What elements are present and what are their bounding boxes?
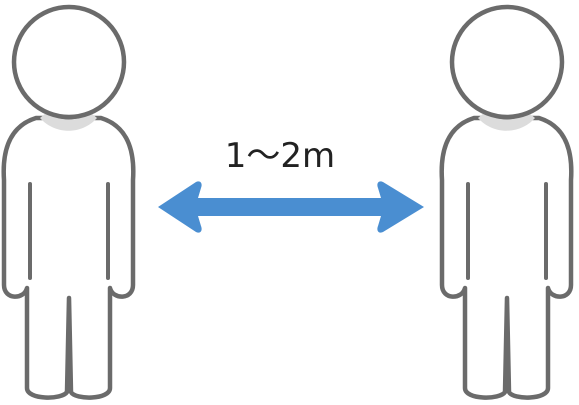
double-headed-arrow-icon <box>158 181 424 233</box>
distance-label: 1〜2m <box>224 136 336 176</box>
right-person-icon <box>442 7 572 398</box>
left-person-icon <box>4 7 134 398</box>
